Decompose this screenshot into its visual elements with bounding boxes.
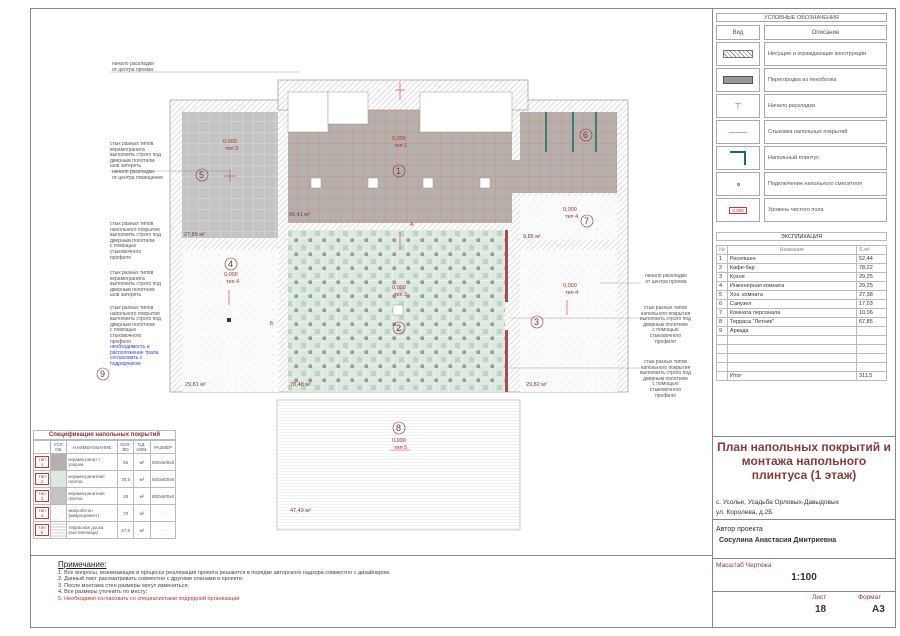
legend-item-label: Несущие и ограждающие конструкции xyxy=(764,42,887,66)
legend-item-label: Напольный плинтус xyxy=(764,146,887,170)
drawing-title: План напольных покрытий и монтажа наполь… xyxy=(717,440,891,482)
area-labels: 66,41 м² 78,48 м² 29,82 м² 29,81 м² 27,8… xyxy=(184,212,547,514)
svg-text:27,89 м²: 27,89 м² xyxy=(184,232,205,238)
room-number-3: 3 xyxy=(534,317,539,327)
svg-text:0,000: 0,000 xyxy=(563,207,577,213)
svg-text:0,000: 0,000 xyxy=(223,139,237,145)
svg-text:тип 4: тип 4 xyxy=(565,290,578,296)
svg-text:Б: Б xyxy=(270,321,274,327)
annotation-joint-4: стык разных типов напольного покрытия вы… xyxy=(110,305,161,345)
annotation-layout-start-opening: начало раскладки от центра проема xyxy=(112,61,154,73)
note-item: 1. Все вопросы, возникающие в процессе р… xyxy=(58,570,391,576)
svg-text:0,000: 0,000 xyxy=(392,136,406,142)
floor-level-icon: 0,000 xyxy=(716,198,760,222)
room-number-8: 8 xyxy=(396,423,401,433)
svg-text:9,85 м²: 9,85 м² xyxy=(523,234,541,240)
svg-text:0,000: 0,000 xyxy=(392,438,406,444)
svg-text:тип 5: тип 5 xyxy=(394,445,407,451)
room-number-6: 6 xyxy=(583,130,588,140)
room-number-4: 4 xyxy=(228,259,233,269)
svg-text:тип 4: тип 4 xyxy=(565,214,578,220)
svg-text:0,000: 0,000 xyxy=(563,283,577,289)
note-item: 3. После монтажа стен размеры могут изме… xyxy=(58,582,189,589)
room-number-1: 1 xyxy=(396,166,401,176)
svg-text:А: А xyxy=(410,222,414,228)
svg-text:0,000: 0,000 xyxy=(392,285,406,291)
foam-block-icon xyxy=(716,68,760,92)
room-number-5: 5 xyxy=(199,170,204,180)
annotation-joint-3: стык разных типов керамогранита выполнит… xyxy=(110,270,161,299)
room-7-floor xyxy=(520,196,617,240)
room-8-floor xyxy=(276,399,521,531)
note-item: 5. Необходимо согласовать со специалиста… xyxy=(58,595,240,602)
scale-value: 1:100 xyxy=(791,572,817,583)
room-6-floor xyxy=(520,112,617,162)
hatch-wall-icon xyxy=(716,42,760,66)
annotation-layout-start-center: начало раскладки от центра помещения xyxy=(112,169,163,181)
svg-text:78,48 м²: 78,48 м² xyxy=(290,382,311,388)
format-value: А3 xyxy=(872,604,885,615)
annotation-right-joint-1: стык разных типов напольного покрытия вы… xyxy=(640,305,691,345)
author-name: Сосулина Анастасия Дмитриевна xyxy=(719,537,837,544)
legend-item-label: Перегородка из пеноблока xyxy=(764,68,887,92)
svg-text:47,49 м²: 47,49 м² xyxy=(290,508,311,514)
svg-text:66,41 м²: 66,41 м² xyxy=(289,212,310,218)
legend-item-label: Уровень чистого пола xyxy=(764,198,887,222)
annotation-right-joint-2: стык разных типов напольного покрытия вы… xyxy=(640,359,691,399)
sheet-number: 18 xyxy=(815,604,827,615)
address-line-1: с. Усолье, Усадьба Орловых-Давыдовых xyxy=(716,499,839,506)
baseboard-icon xyxy=(716,146,760,170)
legend-title: УСЛОВНЫЕ ОБОЗНАЧЕНИЯ xyxy=(716,13,887,22)
annotation-joint-1: стык разных типов керамогранита выполнит… xyxy=(110,141,161,170)
annotation-right-layout-start: начало раскладки от центра проема xyxy=(645,273,687,285)
svg-text:29,82 м²: 29,82 м² xyxy=(526,382,547,388)
svg-text:тип 3: тип 3 xyxy=(225,146,238,152)
room-number-7: 7 xyxy=(584,216,589,226)
joint-line-icon xyxy=(716,120,760,144)
note-item: 4. Все размеры уточнить по месту; xyxy=(58,589,148,596)
address-line-2: ул. Королева, д.2Б xyxy=(716,509,773,516)
svg-text:0,000: 0,000 xyxy=(224,272,238,278)
annotation-drain: необходимость и расположение трапа согла… xyxy=(110,344,159,367)
legend-item-label: Стыковка напольных покрытий xyxy=(764,120,887,144)
mixer-connection-icon xyxy=(716,172,760,196)
right-panel xyxy=(712,8,896,628)
layout-start-icon: ⊤ xyxy=(716,94,760,118)
svg-text:тип 2: тип 2 xyxy=(394,292,407,298)
notes-title: Примечание: xyxy=(58,560,107,569)
svg-text:тип 4: тип 4 xyxy=(226,279,239,285)
annotation-joint-2: стык разных типов напольного покрытия вы… xyxy=(110,221,161,261)
note-item: 2. Данный лист рассматривать совместно с… xyxy=(58,576,244,583)
legend-item-label: Начало раскладки xyxy=(764,94,887,118)
room-markers: 1 2 3 4 5 6 7 8 9 xyxy=(96,128,594,435)
drawing-frame xyxy=(30,8,896,628)
notes-section: Примечание: 1. Все вопросы, возникающие … xyxy=(30,555,712,628)
room-3-floor xyxy=(520,250,617,392)
room-number-9: 9 xyxy=(100,369,105,379)
svg-text:тип 1: тип 1 xyxy=(394,143,407,149)
room-number-2: 2 xyxy=(396,323,401,333)
legend-item-label: Подключение напольного смесителя xyxy=(764,172,887,196)
spec-table: Спецификация напольных покрытий УСЛ. ОБ.… xyxy=(32,430,177,539)
svg-text:29,81 м²: 29,81 м² xyxy=(185,382,206,388)
